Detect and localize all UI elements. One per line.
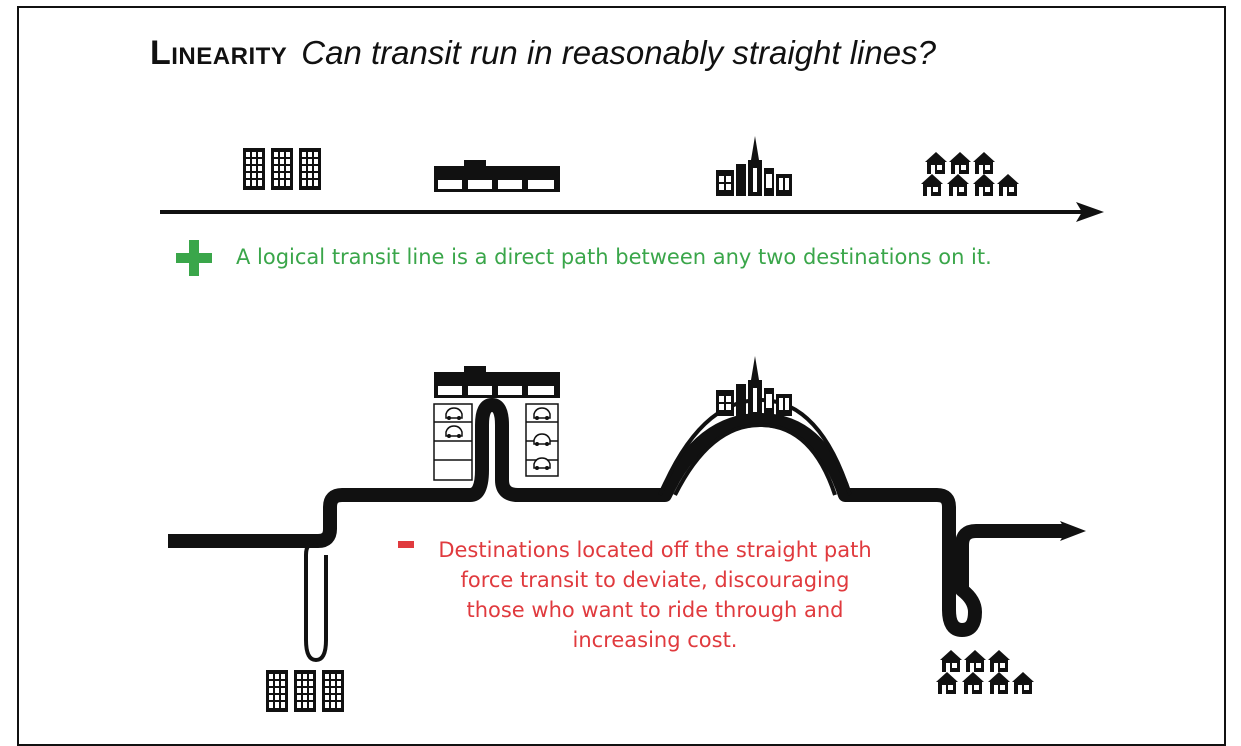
car-icon — [533, 407, 551, 421]
apartment-buildings-icon — [243, 148, 321, 190]
diagram-frame — [17, 6, 1226, 746]
shopping-center-icon — [434, 160, 560, 192]
suburban-houses-icon — [921, 152, 1019, 196]
car-icon — [533, 457, 551, 471]
negative-caption: Destinations located off the straight pa… — [438, 538, 872, 652]
minus-icon — [398, 541, 414, 548]
title-question: Can transit run in reasonably straight l… — [301, 34, 936, 71]
diagram-title: Linearity Can transit run in reasonably s… — [150, 34, 1150, 73]
apartment-buildings-icon-lower — [266, 670, 344, 712]
straight-route — [160, 202, 1104, 222]
car-icon — [533, 433, 551, 447]
winding-route — [168, 398, 1086, 663]
car-icon — [445, 425, 463, 439]
plus-icon — [176, 240, 212, 276]
downtown-skyline-icon-lower — [716, 356, 792, 416]
suburban-houses-icon-lower — [936, 650, 1034, 694]
downtown-skyline-icon — [716, 136, 792, 196]
shopping-center-icon-lower — [434, 366, 560, 398]
positive-caption: A logical transit line is a direct path … — [236, 245, 992, 269]
car-icon — [445, 407, 463, 421]
title-keyword: Linearity — [150, 34, 288, 72]
